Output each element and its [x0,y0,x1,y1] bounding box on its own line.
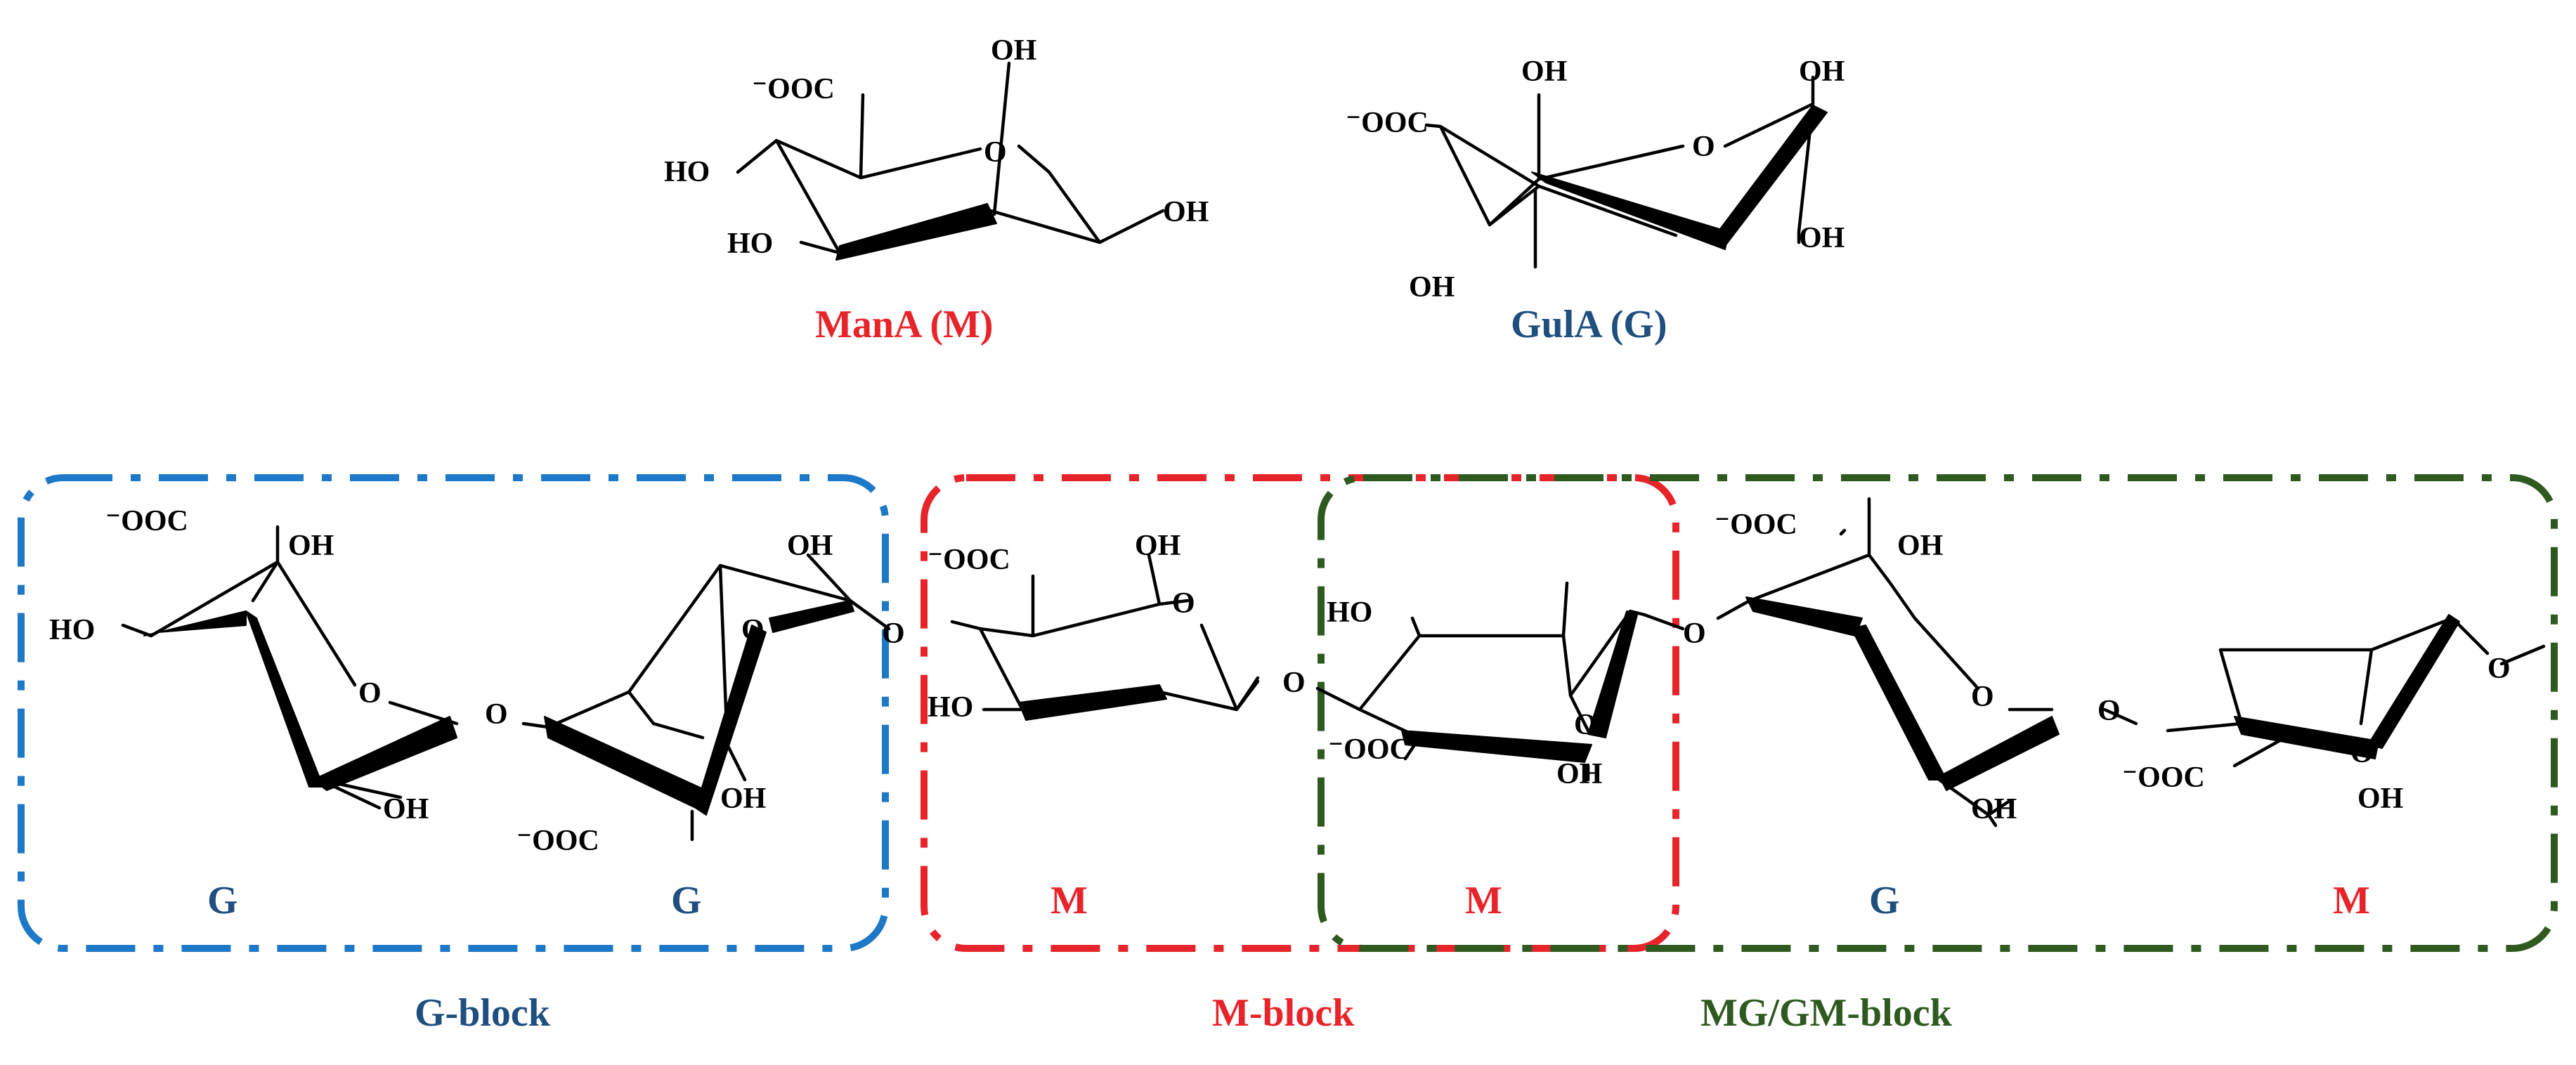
chain-unit-4-structure: O HO O ⁻OOC OH [1282,581,1646,790]
unit5-oh-top-label: OH [1897,530,1943,562]
chain-unit-1-structure: ⁻OOC OH HO O OH [49,505,459,825]
unit5-anomeric-wedge [1939,716,2060,791]
mana-title: ManA (M) [815,303,994,346]
unit2-bonds [521,553,891,842]
mana-ho-left-label: HO [664,156,710,188]
unit3-front-wedge [1018,684,1167,721]
unit5-link-oxygen-label: O [1683,618,1706,650]
m-block-label: M-block [1212,991,1355,1035]
unit5-oh-bottom-label: OH [1971,793,2017,825]
mana-ring-oxygen-label: O [984,136,1007,169]
unit-label-1: G [207,879,238,922]
gula-oh-bottom-label: OH [1409,271,1455,303]
unit1-bottom-wedge [245,610,324,788]
unit6-ring-oxygen-label: O [2350,737,2374,769]
unit2-anomeric-wedge [769,600,854,633]
unit6-oh-bottom-label: OH [2357,783,2403,815]
chain-unit-5-structure: O ⁻OOC OH O OH [1642,497,2060,828]
unit6-front-wedge [2234,716,2379,759]
m-block-box [921,474,1679,952]
mg-gm-block-label: MG/GM-block [1700,991,1953,1035]
unit4-ho-top-label: HO [1327,596,1372,629]
unit3-link-oxygen-label: O [882,618,905,650]
chain-unit-2-structure: O OH O ⁻OOC OH [485,530,891,857]
unit4-right-wedge [1587,610,1638,738]
unit1-oh-bottom-label: OH [383,793,429,825]
gula-title: GulA (G) [1511,303,1667,346]
unit2-link-oxygen-label: O [485,698,508,731]
unit5-carboxylate-label: ⁻OOC [1715,509,1797,541]
unit4-ring-oxygen-label: O [1574,709,1597,741]
mana-ring-bonds [736,61,1165,255]
unit1-left-wedge [143,610,247,636]
gula-ring-bonds [1424,75,1815,269]
unit1-ho-left-label: HO [49,614,95,646]
unit6-right-wedge [2367,614,2460,749]
unit3-ho-bottom-label: HO [928,691,973,724]
unit3-oh-top-label: OH [1135,530,1180,562]
gula-front-wedge [1531,171,1729,250]
unit6-link-oxygen-label: O [2097,695,2121,727]
unit-label-4: M [1465,879,1502,922]
unit5-left-wedge [1745,596,1863,636]
unit1-anomeric-wedge [312,716,457,791]
chain-unit-6-structure: O O ⁻OOC OH O [2097,614,2546,815]
unit1-carboxylate-label: ⁻OOC [105,505,188,537]
unit2-ring-oxygen-label: O [741,614,765,646]
unit6-carboxylate-label: ⁻OOC [2122,762,2205,794]
unit2-right-wedge [695,625,767,816]
unit1-oh-top-label: OH [288,530,334,562]
unit2-carboxylate-label: ⁻OOC [516,825,599,857]
unit5-ring-oxygen-label: O [1971,681,1994,713]
unit-label-6: M [2333,879,2370,922]
unit5-bonds [1642,497,2054,828]
unit6-end-oxygen-label: O [2487,653,2511,685]
gula-monomer-structure: ⁻OOC OH OH O OH OH GulA (G) [1346,55,1845,346]
gula-oh-top-label: OH [1521,55,1567,88]
unit3-bonds [950,553,1260,712]
gula-oh-right-label: OH [1799,222,1845,254]
unit4-carboxylate-label: ⁻OOC [1328,733,1411,766]
mana-monomer-structure: ⁻OOC OH O HO HO OH ManA (M) [664,34,1209,346]
chain-unit-3-structure: O ⁻OOC OH O HO [882,530,1260,724]
gula-oh-anomeric-label: OH [1799,55,1845,88]
unit3-carboxylate-label: ⁻OOC [928,544,1010,576]
unit4-front-wedge [1401,730,1592,763]
mana-carboxylate-label: ⁻OOC [752,73,835,105]
mana-oh-right-label: OH [1163,196,1209,228]
gula-carboxylate-label: ⁻OOC [1346,107,1429,139]
unit5-bottom-wedge [1851,625,1947,780]
unit1-ring-oxygen-label: O [358,677,382,710]
g-block-label: G-block [415,991,551,1035]
unit-label-2: G [671,879,702,922]
unit3-ring-oxygen-label: O [1172,587,1195,620]
unit4-bonds [1315,581,1646,782]
mana-front-wedge [835,203,997,261]
unit-label-5: G [1869,879,1900,922]
gula-right-wedge [1717,105,1828,247]
unit-label-3: M [1050,879,1088,922]
mg-gm-block-box [1318,474,2558,952]
mana-oh-top-label: OH [991,34,1036,67]
unit1-bonds [121,525,459,810]
g-block-box [18,474,889,952]
unit4-oh-bottom-label: OH [1556,758,1602,790]
gula-ring-oxygen-label: O [1692,131,1715,163]
mana-ho-bottom-label: HO [727,228,773,260]
unit2-oh-bottom-label: OH [720,783,766,815]
unit4-link-oxygen-label: O [1282,667,1306,699]
unit2-oh-top-label: OH [787,530,833,562]
